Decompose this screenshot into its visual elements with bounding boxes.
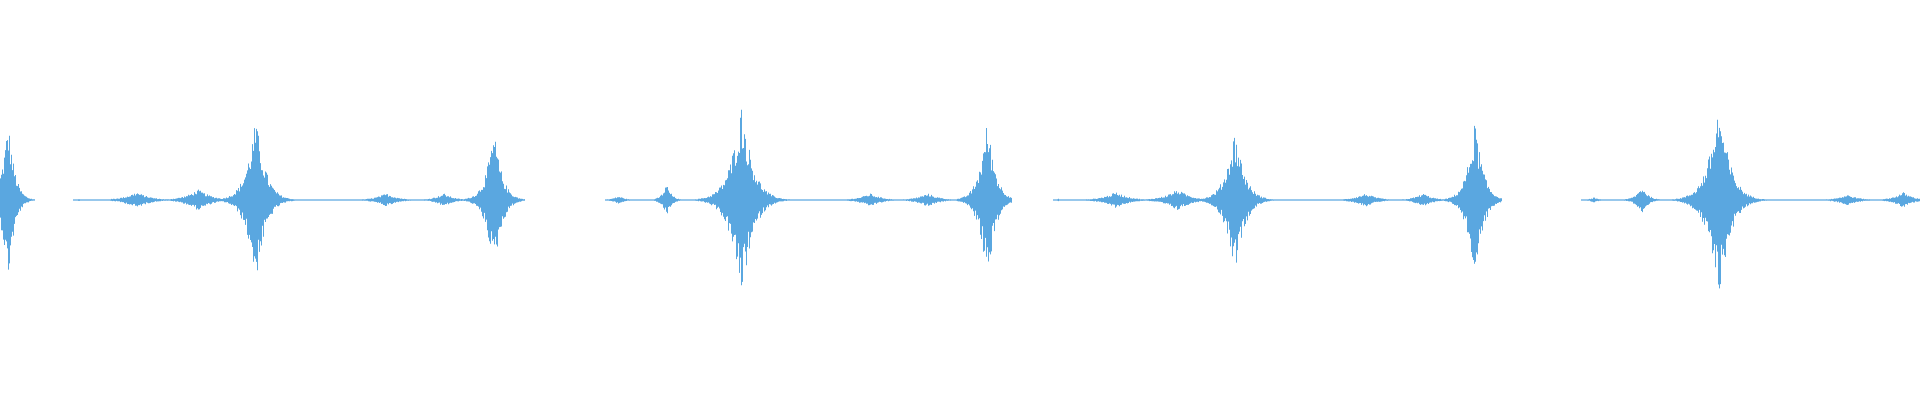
waveform-samples: [0, 109, 1920, 289]
waveform-trace: [0, 109, 1920, 289]
